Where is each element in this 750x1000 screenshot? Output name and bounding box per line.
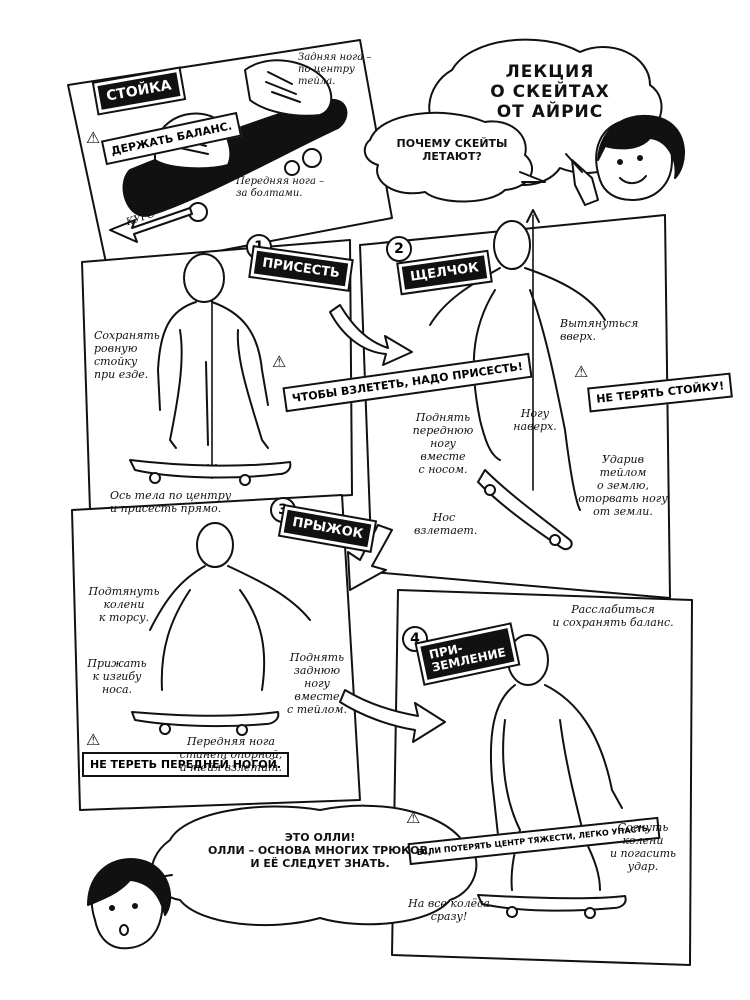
note-nose-up: Нос взлетает. xyxy=(414,511,478,537)
iris-portrait xyxy=(565,114,685,206)
arrow-crouch-to-pop xyxy=(329,304,413,366)
note-stretch: Вытянуться вверх. xyxy=(560,317,639,343)
figure-jump xyxy=(131,522,311,736)
note-lift-front: Поднять переднюю ногу вместе с носом. xyxy=(412,411,474,476)
note-front-foot: Передняя нога – за болтами. xyxy=(236,176,325,199)
note-keep-stance: Сохранять ровную стойку при езде. xyxy=(94,329,160,381)
figure-pop xyxy=(429,209,606,551)
step-number-2: 2 xyxy=(386,236,412,262)
warning-icon: ⚠ xyxy=(272,352,287,371)
note-support: Передняя нога станет опорной, а тейл взл… xyxy=(179,735,283,774)
warning-icon: ⚠ xyxy=(86,128,101,147)
arrow-jump-to-landing xyxy=(339,689,446,743)
note-relax: Расслабиться и сохранять баланс. xyxy=(552,603,674,629)
question-bubble-tail xyxy=(519,171,546,183)
closing-bubble-outline xyxy=(151,804,478,927)
figure-landing xyxy=(477,634,627,919)
direction-arrow xyxy=(109,207,193,243)
step-number-4: 4 xyxy=(402,626,428,652)
warning-icon: ⚠ xyxy=(86,730,101,749)
note-press: Прижать к изгибу носа. xyxy=(87,657,147,696)
note-foot-up: Ногу наверх. xyxy=(513,407,557,433)
note-bend-knees: Согнуть колени и погасить удар. xyxy=(609,821,677,873)
note-tail-hit: Ударив тейлом о землю, оторвать ногу от … xyxy=(578,453,668,518)
closing-text: ЭТО ОЛЛИ! ОЛЛИ – ОСНОВА МНОГИХ ТРЮКОВ, И… xyxy=(207,831,433,870)
figure-crouch xyxy=(129,253,292,486)
arrow-pop-to-jump xyxy=(347,524,393,591)
note-body-axis: Ось тела по центру и присесть прямо. xyxy=(110,489,232,515)
note-lift-back: Поднять заднюю ногу вместе с тейлом. xyxy=(287,651,347,716)
note-all-wheels: На все колёса сразу! xyxy=(408,897,490,923)
question-bubble-outline xyxy=(363,111,534,203)
warning-no-rub: НЕ ТЕРЕТЬ ПЕРЕДНЕЙ НОГОЙ. xyxy=(82,752,290,778)
note-knees: Подтянуть колени к торсу. xyxy=(88,585,160,624)
question-text: ПОЧЕМУ СКЕЙТЫ ЛЕТАЮТ? xyxy=(396,137,508,163)
friend-portrait xyxy=(87,858,172,950)
warning-icon: ⚠ xyxy=(574,362,589,381)
panel-frame-jump xyxy=(71,494,361,811)
lecture-title: ЛЕКЦИЯ О СКЕЙТАХ ОТ АЙРИС xyxy=(490,62,610,123)
panel-frame-pop xyxy=(359,214,671,599)
warning-icon: ⚠ xyxy=(406,808,421,827)
note-back-foot: Задняя нога – по центру тейла. xyxy=(298,52,372,87)
